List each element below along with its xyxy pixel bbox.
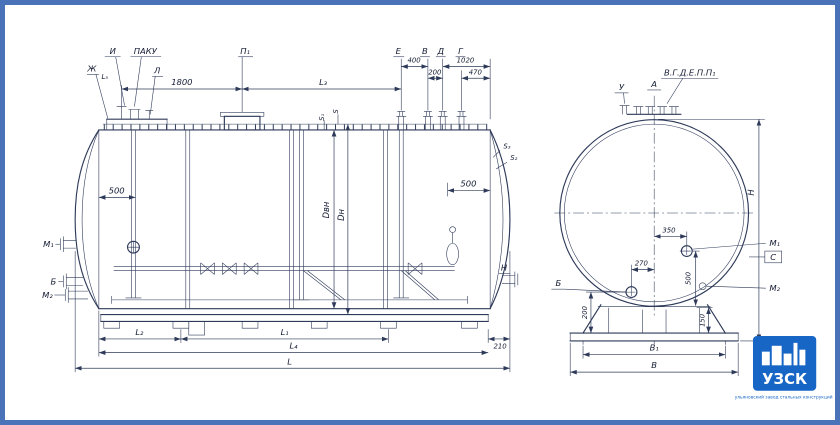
dim-l1: L₁ <box>281 327 289 337</box>
logo-caption: ульяновский завод стальных конструкций <box>735 394 833 401</box>
top-fittings: В.Г.Д.Е.П.П₁ У А <box>614 67 719 115</box>
label-l5: L₅ <box>101 73 108 81</box>
end-side-labels: М₁ С М₂ Б <box>551 238 782 293</box>
shell-nozzle-right: Н <box>499 263 519 288</box>
label-l: Л <box>153 65 161 75</box>
label-m2-end: М₂ <box>769 283 780 293</box>
label-c: С <box>770 252 776 262</box>
dim-s2: S₂ <box>510 154 517 162</box>
base-frame <box>100 313 489 336</box>
saddle-support <box>569 304 739 345</box>
logo-abbr: УЗСК <box>762 371 807 388</box>
dim-350: 350 <box>662 227 676 235</box>
label-m2: М₂ <box>42 290 53 300</box>
end-dimensions-bottom: В₁ В <box>569 343 739 377</box>
label-u: У <box>619 82 625 92</box>
dim-b1: В₁ <box>650 343 659 353</box>
dim-l3: L₃ <box>319 77 328 87</box>
nozzle-m2-circle <box>698 282 707 290</box>
dim-s3: S₃ <box>503 143 510 151</box>
dim-s: S <box>332 109 340 114</box>
thickness-callouts: S₁ S S₃ S₂ <box>318 109 518 170</box>
dimensions-bottom: L₂ L₁ 210 L₄ L <box>74 251 511 373</box>
label-d: Д <box>436 46 444 56</box>
dim-150: 150 <box>699 313 707 327</box>
label-b: Б <box>51 276 57 286</box>
callouts-top-left: И ПАКУ Ж L₅ Л П₁ <box>86 46 254 119</box>
dim-l: L <box>287 356 292 366</box>
dim-1020: 1020 <box>457 57 475 65</box>
logo: УЗСК ульяновский завод стальных конструк… <box>735 336 833 401</box>
building-icon <box>761 342 806 366</box>
dim-1800: 1800 <box>171 77 192 87</box>
label-g: Г <box>458 46 464 56</box>
top-platform-fittings <box>106 101 168 130</box>
label-n: Н <box>501 263 508 273</box>
nozzle-d <box>437 111 448 130</box>
dim-200-end: 200 <box>581 305 589 319</box>
top-nozzles <box>396 111 467 130</box>
level-gauge <box>446 242 459 266</box>
label-a: А <box>650 79 657 89</box>
dim-470: 470 <box>469 68 483 76</box>
label-paku: ПАКУ <box>134 46 158 56</box>
dim-500-left: 500 <box>109 186 125 196</box>
label-i: И <box>110 46 116 56</box>
label-p1: П₁ <box>240 46 250 56</box>
label-e: Е <box>396 46 402 56</box>
label-v: В <box>422 46 428 56</box>
dimensions-top: 1800 L₃ 400 1020 200 470 Е В Д Г <box>121 46 491 120</box>
drain-bracket <box>188 321 205 336</box>
dim-200-top: 200 <box>428 68 442 76</box>
dim-h: Н <box>746 189 756 196</box>
dim-b: В <box>651 360 657 370</box>
nozzle-projections <box>624 244 707 299</box>
label-m1: М₁ <box>43 239 54 249</box>
label-nozzle-group: В.Г.Д.Е.П.П₁ <box>664 67 716 77</box>
dim-dvn: Dвн <box>321 201 331 218</box>
tank-drawing: И ПАКУ Ж L₅ Л П₁ 1800 L₃ <box>42 46 833 401</box>
dim-s1: S₁ <box>318 114 326 121</box>
nozzle-e <box>396 111 407 130</box>
shell-nozzles-left: М₁ Б М₂ <box>42 236 88 303</box>
end-view: В.Г.Д.Е.П.П₁ У А 350 270 500 <box>551 67 782 377</box>
dimensions-inner: 500 500 Dвн Dн <box>98 124 491 315</box>
tank-shell <box>74 123 511 310</box>
nozzle-v <box>422 111 433 130</box>
dim-l4: L₄ <box>290 341 299 351</box>
label-m1-end: М₁ <box>769 238 780 248</box>
label-zh: Ж <box>86 63 97 73</box>
dim-500-end: 500 <box>685 271 693 285</box>
internal-structure <box>111 129 468 309</box>
dim-dn: Dн <box>336 208 346 220</box>
dim-l2: L₂ <box>135 327 144 337</box>
nozzle-g <box>456 111 467 130</box>
end-dimensions: 350 270 500 200 150 Н <box>581 118 765 342</box>
side-view: И ПАКУ Ж L₅ Л П₁ 1800 L₃ <box>42 46 519 373</box>
dim-400: 400 <box>407 57 421 65</box>
dim-500-right: 500 <box>460 179 476 189</box>
dim-270: 270 <box>635 260 649 268</box>
dim-210: 210 <box>493 343 507 351</box>
manhole <box>220 112 265 131</box>
label-b-end: Б <box>555 278 561 288</box>
